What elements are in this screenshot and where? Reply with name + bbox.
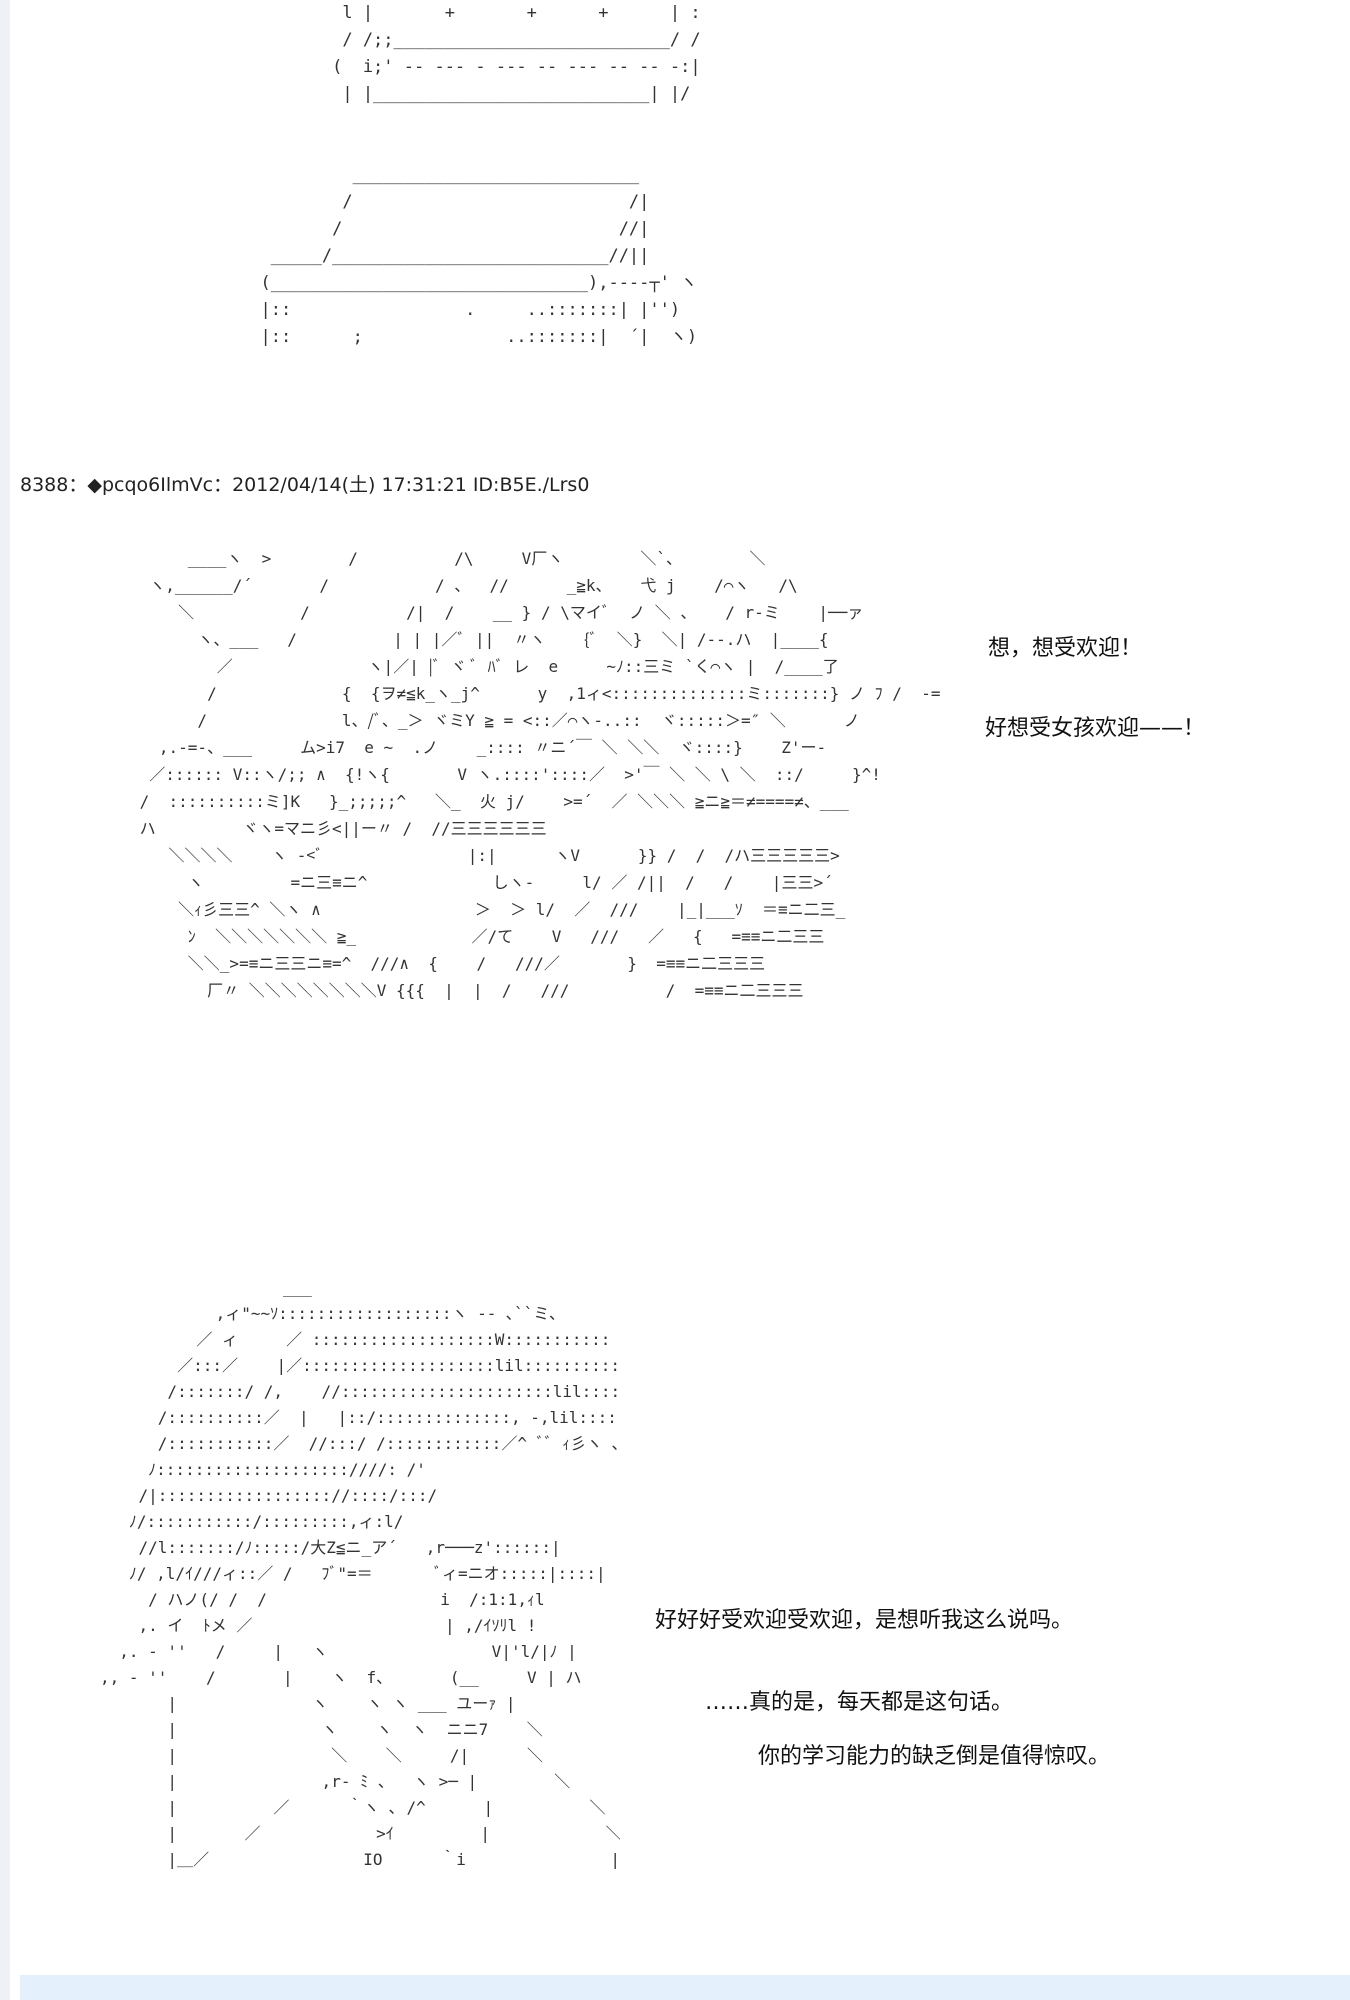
- ascii-art-girl: ___ ,ィ"~~ｿ::::::::::::::::::ヽ ‐‐ ､``ミ､ ／…: [100, 1278, 620, 1869]
- bottom-bar: [20, 1975, 1350, 2000]
- dialog-line: 想，想受欢迎！: [988, 636, 1143, 661]
- post-header: 8388：◆pcqo6IlmVc：2012/04/14(土) 17:31:21 …: [20, 474, 590, 496]
- dialog-line: 你的学习能力的缺乏倒是值得惊叹。: [758, 1744, 1111, 1769]
- ascii-art-two-characters: ____ヽ > / /\ V厂ヽ ＼`、 ＼ ヽ,______/´ / / 、 …: [139, 549, 941, 1000]
- dialog-line: 好想受女孩欢迎——！: [985, 716, 1206, 741]
- dialog-line: 好好好受欢迎受欢迎，是想听我这么说吗。: [655, 1608, 1074, 1633]
- dialog-line: ……真的是，每天都是这句话。: [705, 1690, 1014, 1715]
- ascii-art-box: l | + + + | :::| / /;;__________________…: [260, 3, 700, 347]
